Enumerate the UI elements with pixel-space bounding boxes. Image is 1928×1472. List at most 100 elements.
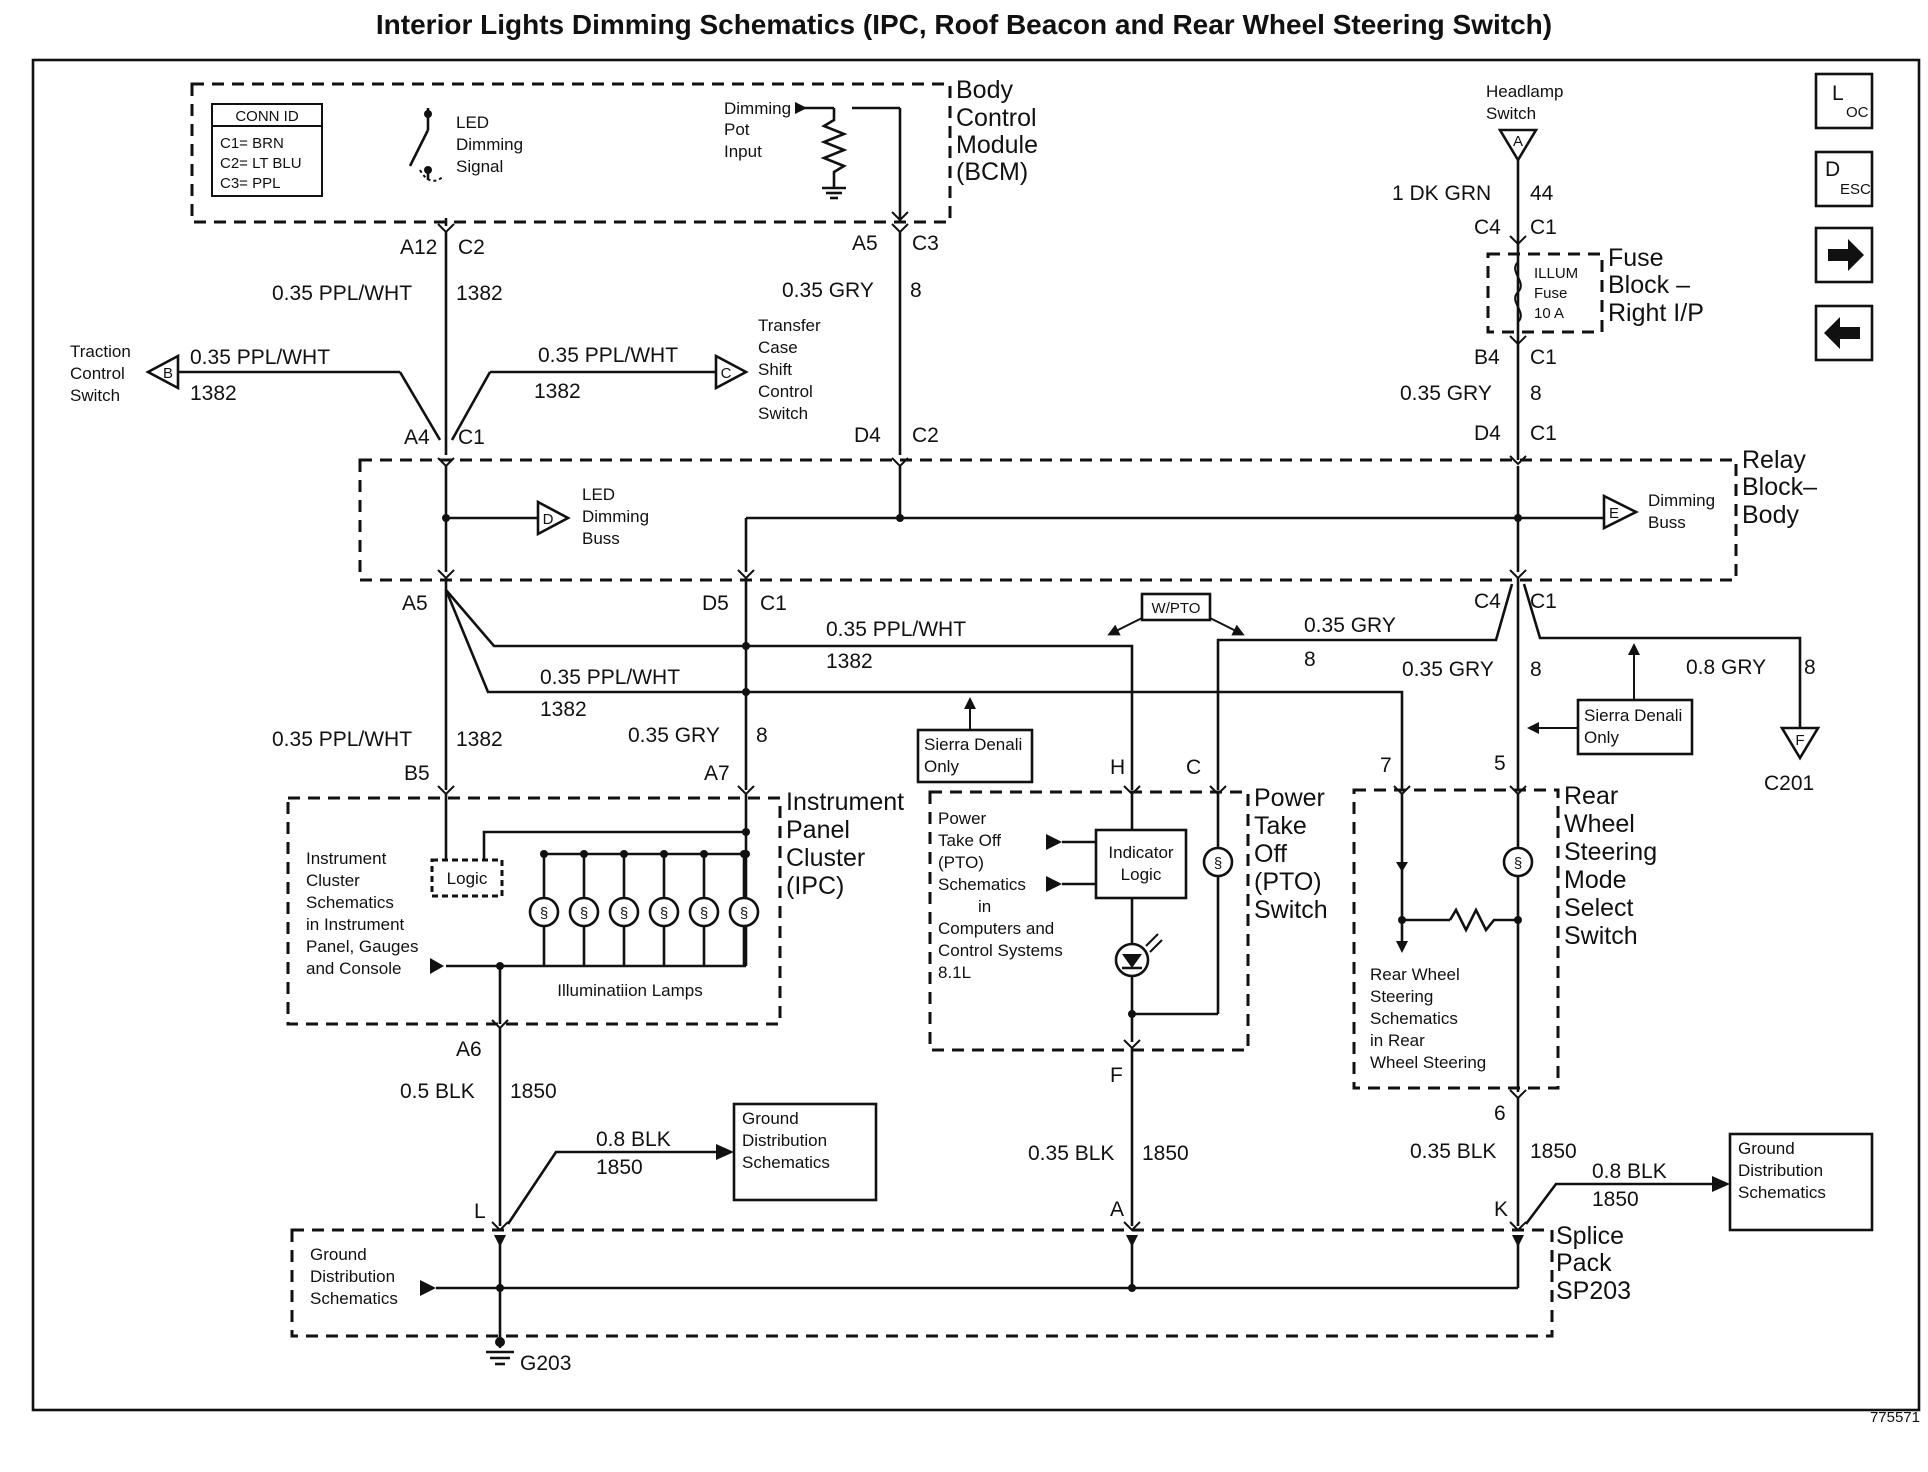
- wire-label-circuit-6: 8: [1530, 382, 1542, 405]
- svg-text:(PTO): (PTO): [938, 853, 984, 872]
- rws-connector-5: 5: [1494, 752, 1506, 775]
- wire-label-circuit-4: 1382: [534, 380, 581, 403]
- svg-text:G203: G203: [520, 1352, 571, 1375]
- svg-text:Pot: Pot: [724, 120, 750, 139]
- ground-distribution-box-2: Ground Distribution Schematics: [310, 1245, 398, 1308]
- illumination-lamp-icon: §: [568, 850, 600, 966]
- wire-label-gauge-14: 0.5 BLK: [400, 1080, 475, 1103]
- svg-text:Wheel: Wheel: [1564, 810, 1635, 838]
- svg-text:Shift: Shift: [758, 360, 792, 379]
- svg-text:Sierra Denali: Sierra Denali: [924, 735, 1022, 754]
- wire-label-gauge-6: 0.35 GRY: [1400, 382, 1492, 405]
- svg-text:Only: Only: [1584, 728, 1619, 747]
- svg-text:§: §: [580, 905, 588, 922]
- svg-text:Dimming: Dimming: [582, 507, 649, 526]
- svg-text:Control Systems: Control Systems: [938, 941, 1063, 960]
- rb-connector-c1a: C1: [458, 426, 485, 449]
- traction-control-switch: Traction Control Switch B 0.35 PPL/WHT 1…: [70, 342, 442, 441]
- dimming-pot: Dimming Pot Input: [724, 99, 902, 222]
- sierra-denali-note-1: Sierra Denali Only: [916, 697, 1034, 784]
- svg-text:Steering: Steering: [1564, 838, 1657, 866]
- svg-text:E: E: [1609, 505, 1619, 522]
- svg-text:Transfer: Transfer: [758, 316, 821, 335]
- wire-label-gauge-5: 1 DK GRN: [1392, 182, 1491, 205]
- svg-text:Power: Power: [1254, 784, 1325, 812]
- svg-text:in Instrument: in Instrument: [306, 915, 405, 934]
- svg-text:C3: C3: [912, 232, 939, 255]
- svg-text:Rear: Rear: [1564, 782, 1618, 810]
- svg-text:Splice: Splice: [1556, 1222, 1624, 1250]
- diagram-frame: [31, 58, 1921, 1412]
- illumination-lamp-icon: §: [608, 850, 640, 966]
- wire-label-circuit-18: 1850: [1592, 1188, 1639, 1211]
- svg-text:Block –: Block –: [1608, 271, 1690, 299]
- svg-text:Panel, Gauges: Panel, Gauges: [306, 937, 418, 956]
- svg-text:A5: A5: [852, 232, 878, 255]
- svg-text:Distribution: Distribution: [1738, 1161, 1823, 1180]
- wire-label-gauge-8: 0.35 PPL/WHT: [540, 666, 680, 689]
- fb-connector-symbol: [1509, 335, 1527, 346]
- svg-text:Schematics: Schematics: [938, 875, 1026, 894]
- svg-text:Control: Control: [758, 382, 813, 401]
- svg-text:Computers and: Computers and: [938, 919, 1054, 938]
- svg-text:A: A: [1513, 133, 1523, 150]
- svg-text:F: F: [1795, 732, 1804, 749]
- svg-text:LED: LED: [582, 485, 615, 504]
- fuse-block-right-ip: ILLUM Fuse 10 A Fuse Block – Right I/P: [1486, 244, 1704, 334]
- svg-text:Distribution: Distribution: [742, 1131, 827, 1150]
- svg-text:C3= PPL: C3= PPL: [220, 175, 280, 192]
- rws-lamp-icon: §: [1502, 846, 1534, 878]
- prev-page-button[interactable]: [1814, 304, 1874, 362]
- svg-text:Schematics: Schematics: [310, 1289, 398, 1308]
- rws-connector-7: 7: [1380, 754, 1392, 777]
- svg-text:§: §: [620, 905, 628, 922]
- wire-label-circuit-3: 1382: [190, 382, 237, 405]
- svg-text:CONN ID: CONN ID: [235, 108, 299, 125]
- svg-text:Instrument: Instrument: [786, 788, 904, 816]
- svg-text:in: in: [978, 897, 991, 916]
- sp-connector-k: K: [1494, 1198, 1508, 1221]
- wire-label-circuit-8: 1382: [540, 698, 587, 721]
- next-page-button[interactable]: [1814, 226, 1874, 284]
- ipc-reference-text: Instrument Cluster Schematics in Instrum…: [306, 849, 418, 978]
- figure-number: 775571: [1870, 1409, 1920, 1426]
- wire-label-gauge-11: 0.8 GRY: [1686, 656, 1766, 679]
- loc-icon-sub: OC: [1846, 104, 1869, 121]
- wire-label-circuit-11: 8: [1804, 656, 1816, 679]
- rws-switch-label: Rear Wheel Steering Mode Select Switch: [1564, 782, 1657, 950]
- svg-text:(BCM): (BCM): [956, 158, 1028, 186]
- svg-text:Mode: Mode: [1564, 866, 1627, 894]
- rb-connector-c1c: C1: [1530, 590, 1557, 613]
- loc-button[interactable]: L OC: [1814, 72, 1874, 130]
- fuse-icon: [1514, 261, 1522, 323]
- wire-label-circuit-13: 8: [756, 724, 768, 747]
- wire-label-gauge-12: 0.35 PPL/WHT: [272, 728, 412, 751]
- svg-text:Traction: Traction: [70, 342, 131, 361]
- fb-connector-b4: B4: [1474, 346, 1500, 369]
- desc-button[interactable]: D ESC: [1814, 150, 1874, 208]
- bcm-label: Body Control Module (BCM): [956, 76, 1038, 186]
- rws-switch-box: [1352, 788, 1560, 1090]
- led-dimming-buss: D LED Dimming Buss: [536, 485, 649, 548]
- hs-connector-c4: C4: [1474, 216, 1501, 239]
- dimming-buss: E Dimming Buss: [1602, 491, 1715, 532]
- svg-text:Schematics: Schematics: [306, 893, 394, 912]
- svg-text:Rear Wheel: Rear Wheel: [1370, 965, 1460, 984]
- svg-text:§: §: [700, 905, 708, 922]
- hs-connector-symbol: [1509, 235, 1527, 246]
- ipc-connector-a7: A7: [704, 762, 730, 785]
- svg-text:Illuminatiion Lamps: Illuminatiion Lamps: [557, 981, 703, 1000]
- illumination-lamp-icon: §: [648, 850, 680, 966]
- desc-icon: D: [1825, 158, 1840, 181]
- svg-text:B: B: [163, 365, 173, 382]
- svg-text:Control: Control: [956, 104, 1037, 132]
- wire-label-gauge-10: 0.35 GRY: [1402, 658, 1494, 681]
- svg-text:C2: C2: [458, 236, 485, 259]
- svg-text:10 A: 10 A: [1534, 305, 1564, 322]
- indicator-logic-box: Indicator Logic: [1046, 828, 1188, 900]
- svg-text:Switch: Switch: [1486, 104, 1536, 123]
- rb-connector-c4: C4: [1474, 590, 1501, 613]
- rb-connector-d4: D4: [854, 424, 881, 447]
- w-pto-note: W/PTO: [1107, 592, 1245, 636]
